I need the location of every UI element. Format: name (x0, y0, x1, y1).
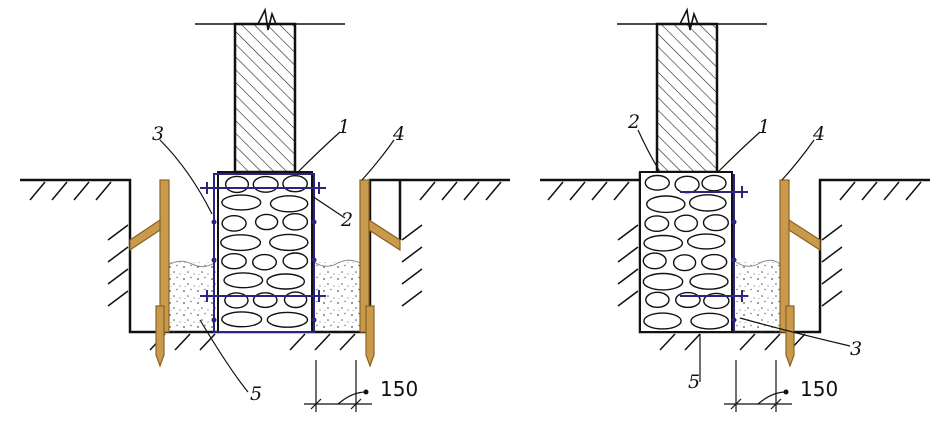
leaders-left (159, 131, 395, 393)
rubble-stone (251, 253, 277, 271)
wall-icon (617, 7, 767, 174)
rubble-stone (223, 272, 264, 289)
rubble-stone (642, 272, 684, 291)
rubble-stone (643, 234, 684, 252)
sand-surface-right (735, 259, 781, 267)
rubble-stone (645, 291, 670, 308)
figure-right: 1 2 3 4 5 150 (540, 7, 930, 412)
rubble-stone-icon (217, 171, 313, 333)
timber-board-icon (129, 179, 401, 333)
rubble-stone (282, 252, 309, 270)
ground-hatch-right (547, 181, 922, 351)
rubble-stone (282, 174, 308, 193)
callout-3-left: 3 (152, 123, 164, 145)
rubble-stone (690, 312, 730, 330)
rubble-stone (252, 292, 278, 309)
callout-3-right: 3 (850, 338, 862, 360)
rubble-stone (283, 291, 308, 309)
ground-hatch-left (29, 181, 502, 351)
rubble-stone (643, 312, 682, 330)
peg-icon (785, 305, 795, 368)
rebar-icon (200, 173, 326, 333)
callout-1-right: 1 (758, 116, 770, 138)
rubble-stone (701, 174, 727, 192)
rubble-stone (254, 213, 279, 231)
timber-board-icon (779, 179, 821, 333)
rubble-stone-icon (639, 171, 733, 333)
rubble-stone (686, 233, 726, 250)
wall-icon (195, 7, 345, 174)
dimension-marker-left (304, 360, 372, 412)
callout-2-right: 2 (627, 111, 640, 133)
rubble-stone (672, 254, 697, 272)
callout-5-left: 5 (250, 383, 262, 405)
rubble-stone (702, 214, 729, 232)
sand-surface-left-right (313, 259, 363, 267)
peg-icon (155, 305, 375, 368)
rubble-stone (220, 234, 262, 252)
rubble-stone (674, 175, 700, 194)
rebar-icon (680, 174, 748, 332)
rubble-stone (266, 273, 306, 290)
dimension-marker-right (724, 360, 792, 412)
rubble-stone (701, 253, 728, 271)
callout-4-left: 4 (392, 123, 405, 145)
rubble-stone (221, 194, 262, 211)
rubble-stone (224, 175, 250, 194)
rubble-stone (268, 233, 309, 252)
sand-surface-left (167, 260, 217, 268)
rubble-stone (644, 215, 670, 233)
dimension-value-left: 150 (380, 377, 418, 401)
rubble-stone (221, 214, 247, 232)
dimension-value-right: 150 (800, 377, 838, 401)
rubble-stone (703, 292, 730, 310)
rubble-stone (646, 195, 686, 214)
rubble-stone (221, 253, 247, 270)
rubble-stone (282, 212, 309, 231)
rubble-stone (689, 273, 729, 290)
callout-4-right: 4 (812, 123, 825, 145)
rubble-stone (642, 252, 667, 270)
leaders-right (637, 129, 851, 382)
callout-1-left: 1 (338, 116, 350, 138)
callout-5-right: 5 (688, 371, 700, 393)
rubble-stone (688, 194, 727, 212)
rubble-stone (675, 291, 701, 309)
callout-2-left: 2 (340, 209, 353, 231)
rubble-stone (252, 175, 279, 193)
rubble-stone (266, 311, 309, 328)
rubble-stone (674, 214, 699, 233)
rubble-stone (644, 174, 670, 191)
figure-left: 1 2 3 4 5 150 (20, 7, 510, 412)
rubble-stone (269, 195, 309, 213)
rubble-stone (221, 311, 263, 328)
